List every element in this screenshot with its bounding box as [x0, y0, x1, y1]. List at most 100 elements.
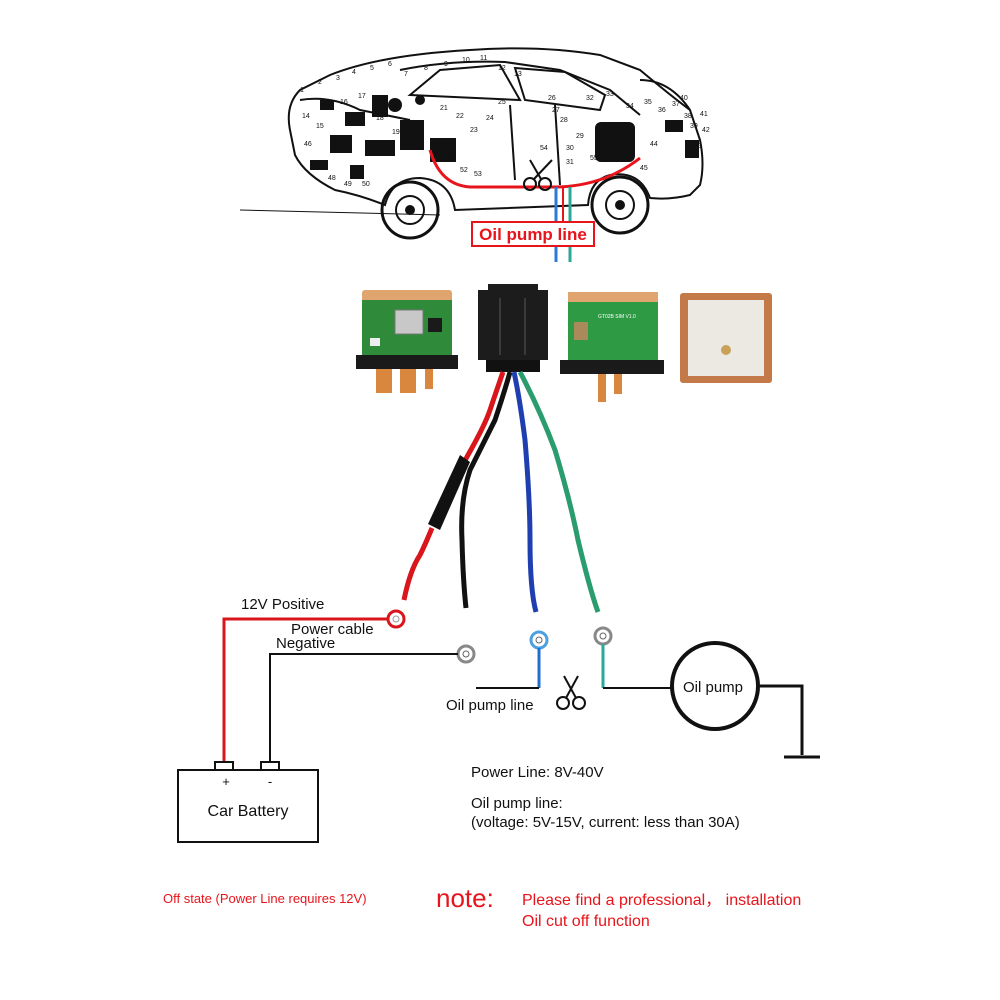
car-part-number: 13	[514, 71, 522, 78]
car-part-number: 14	[302, 113, 310, 120]
battery-minus: -	[268, 774, 272, 789]
car-part-number: 51	[448, 155, 456, 162]
car-body-outline	[287, 47, 704, 212]
wire-red	[457, 371, 506, 472]
rear-parts	[595, 120, 699, 162]
car-part-number: 44	[650, 141, 658, 148]
car-part-number: 22	[456, 113, 464, 120]
module-b-print: GT02B SIM V1.0	[598, 314, 636, 320]
positive-line	[222, 617, 388, 765]
car-part-number: 4	[352, 69, 356, 76]
car-part-number: 31	[566, 159, 574, 166]
scissors-icon	[523, 159, 553, 191]
car-part-number: 1	[300, 87, 304, 94]
car-part-number: 16	[340, 99, 348, 106]
car-part-number: 32	[586, 95, 594, 102]
car-part-number: 19	[392, 129, 400, 136]
cut-scissors-icon	[556, 675, 586, 710]
battery-plus: +	[222, 774, 230, 789]
oil-pump-line-label-box	[471, 221, 595, 247]
relay-module-front	[356, 290, 458, 393]
car-part-number: 54	[540, 145, 548, 152]
car-part-number: 20	[412, 145, 420, 152]
car-part-number: 6	[388, 61, 392, 68]
car-part-number: 21	[440, 105, 448, 112]
car-illustration	[239, 47, 704, 240]
car-oil-pump-line-label: Oil pump line	[479, 225, 587, 244]
negative-line	[269, 653, 458, 765]
car-part-number: 47	[312, 165, 320, 172]
note-line-2: Oil cut off function	[522, 913, 650, 930]
car-part-number: 26	[548, 95, 556, 102]
car-roof-line	[399, 60, 641, 116]
car-part-number: 7	[404, 71, 408, 78]
car-part-number: 46	[304, 141, 312, 148]
car-part-number: 42	[702, 127, 710, 134]
car-part-number: 29	[576, 133, 584, 140]
car-part-number: 3	[336, 75, 340, 82]
gps-antenna	[680, 293, 772, 383]
ground-line	[758, 684, 804, 755]
car-part-number: 5	[370, 65, 374, 72]
car-fuel-line	[428, 149, 641, 189]
front-wheel	[380, 180, 440, 240]
spec-oil-pump-detail: (voltage: 5V-15V, current: less than 30A…	[471, 814, 740, 831]
car-part-number: 40	[680, 95, 688, 102]
car-part-number: 41	[700, 111, 708, 118]
positive-label: 12V Positive	[241, 596, 324, 613]
car-battery: + - Car Battery	[177, 761, 319, 843]
wire-red-lower	[401, 527, 435, 601]
car-part-number: 28	[560, 117, 568, 124]
car-part-number: 15	[316, 123, 324, 130]
car-part-number: 8	[424, 65, 428, 72]
car-part-number: 50	[362, 181, 370, 188]
relay-housing	[478, 284, 548, 372]
car-part-number: 35	[644, 99, 652, 106]
wire-green	[517, 370, 601, 613]
car-part-number: 17	[358, 93, 366, 100]
note-heading: note:	[436, 883, 494, 913]
car-part-number: 27	[552, 107, 560, 114]
fuse-holder	[428, 455, 470, 530]
car-part-number: 48	[328, 175, 336, 182]
wire-blue	[511, 371, 539, 613]
car-part-number: 45	[640, 165, 648, 172]
power-cable-label: Power cable	[291, 621, 374, 638]
off-state-note: Off state (Power Line requires 12V)	[163, 891, 367, 906]
car-part-number: 37	[672, 101, 680, 108]
oil-pump-line-label: Oil pump line	[446, 697, 534, 714]
terminal-blue	[529, 630, 549, 650]
car-part-number: 2	[318, 79, 322, 86]
negative-label: Negative	[276, 635, 335, 652]
terminal-red	[386, 609, 406, 629]
terminal-black	[456, 644, 476, 664]
car-window-front	[407, 63, 522, 102]
car-part-number: 9	[444, 61, 448, 68]
car-part-number: 24	[486, 115, 494, 122]
battery-label: Car Battery	[208, 803, 289, 820]
car-part-number: 30	[566, 145, 574, 152]
relay-module-back: GT02B SIM V1.0	[560, 292, 664, 402]
car-window-rear	[513, 66, 607, 112]
car-part-number: 33	[606, 91, 614, 98]
car-part-number: 18	[376, 115, 384, 122]
car-part-number: 34	[626, 103, 634, 110]
car-part-number: 49	[344, 181, 352, 188]
car-part-number: 38	[684, 113, 692, 120]
car-part-number: 53	[474, 171, 482, 178]
car-part-number: 39	[690, 123, 698, 130]
car-trunk-line	[639, 79, 691, 111]
note-line-1: Please find a professional， installation	[522, 892, 801, 909]
car-door-line	[509, 104, 561, 186]
wire-black	[459, 371, 513, 609]
car-part-number: 36	[658, 107, 666, 114]
car-part-number: 55	[590, 155, 598, 162]
car-part-number: 23	[470, 127, 478, 134]
spec-power-line: Power Line: 8V-40V	[471, 764, 604, 781]
car-part-number: 25	[498, 99, 506, 106]
car-part-number: 11	[480, 55, 487, 62]
car-part-number: 12	[498, 65, 506, 72]
oil-pump-label: Oil pump	[683, 679, 743, 696]
